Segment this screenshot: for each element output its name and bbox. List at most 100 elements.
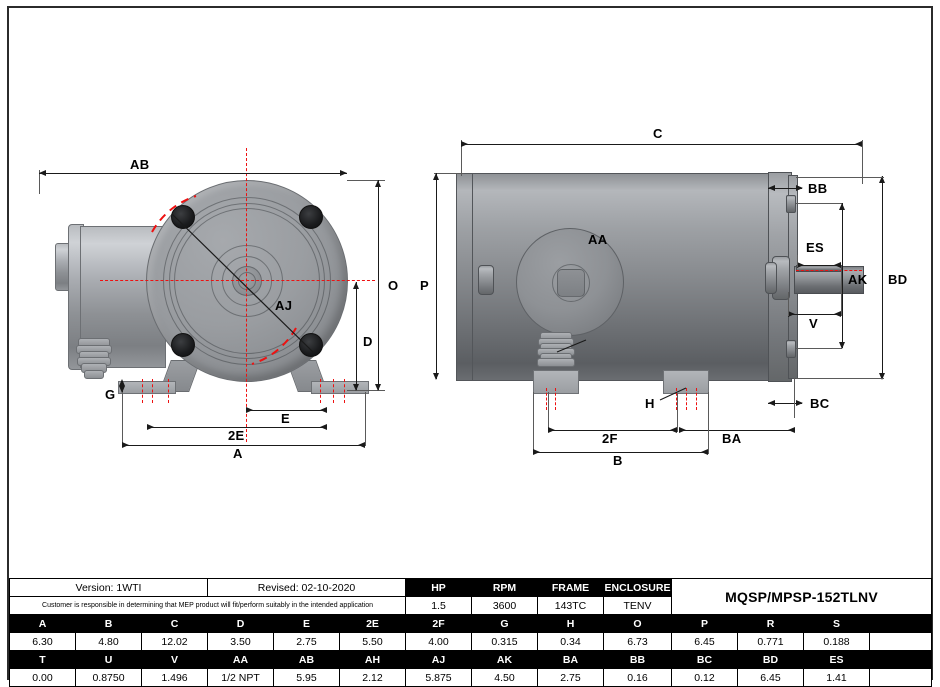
- dim-ak-arrow-bottom: [839, 342, 845, 349]
- conduit-box-hub-inner: [557, 269, 585, 297]
- dim-value-blank-2: [869, 668, 933, 687]
- dim-bc-arrow-left: [768, 400, 775, 406]
- dim-2e-arrow-left: [147, 424, 154, 430]
- dim-value-a: 6.30: [9, 632, 76, 651]
- dim-ab-arrow-right: [340, 170, 347, 176]
- ext-o-bottom: [347, 390, 385, 391]
- dim-header-blank-1: [869, 614, 933, 633]
- dim-2f-arrow-right: [670, 427, 677, 433]
- shaft-shoulder-inner: [765, 262, 777, 294]
- disclaimer-note: Customer is responsible in determining t…: [8, 596, 407, 615]
- side-foot-hole-mark-2: [555, 388, 556, 410]
- dim-label-ab: AB: [130, 157, 150, 172]
- ext-a-right: [365, 392, 366, 446]
- conduit-box-hub-outer: [552, 264, 590, 302]
- dim-header-aa: AA: [207, 650, 275, 669]
- spec-header-rpm: RPM: [471, 578, 539, 597]
- dim-header-r: R: [737, 614, 805, 633]
- spec-value-frame: 143TC: [537, 596, 605, 615]
- dim-es-line: [797, 265, 841, 266]
- side-foot-hole-mark-1: [546, 388, 547, 410]
- dim-bd-arrow-top: [879, 176, 885, 183]
- dim-bb-line: [768, 188, 802, 189]
- dim-g-arrow-top: [119, 379, 125, 386]
- dim-value-e: 2.75: [273, 632, 341, 651]
- dim-header-es: ES: [803, 650, 871, 669]
- dim-value-bb: 0.16: [603, 668, 673, 687]
- flange-ring-outer: [163, 197, 331, 365]
- dim-c-line: [461, 144, 862, 145]
- dim-header-v: V: [140, 650, 209, 669]
- foot-hole-mark-3: [168, 379, 169, 403]
- dim-value-p: 6.45: [671, 632, 739, 651]
- dim-a-arrow-left: [122, 442, 129, 448]
- dim-value-v: 1.496: [140, 668, 209, 687]
- ext-v-left: [788, 292, 789, 316]
- dim-e-arrow-left: [246, 407, 253, 413]
- dim-es-arrow-left: [797, 262, 804, 268]
- dim-header-2e: 2E: [339, 614, 407, 633]
- flange-ring-mid: [169, 203, 325, 359]
- lifting-lug: [478, 265, 494, 295]
- dim-label-o: O: [388, 278, 399, 293]
- ext-2f-right: [677, 392, 678, 432]
- ext-b-right: [708, 392, 709, 454]
- dim-es-arrow-right: [834, 262, 841, 268]
- dim-p-line: [436, 173, 437, 379]
- dim-ak-line: [842, 203, 843, 348]
- dim-value-2f: 4.00: [405, 632, 473, 651]
- dim-label-p: P: [420, 278, 429, 293]
- ext-p-top: [434, 173, 464, 174]
- dim-label-bb: BB: [808, 181, 828, 196]
- dim-header-h: H: [537, 614, 605, 633]
- dim-o-line: [378, 180, 379, 390]
- dim-value-g: 0.315: [471, 632, 539, 651]
- shaft-bore-inner: [238, 272, 256, 290]
- dim-c-arrow-right: [855, 141, 862, 147]
- conduit-outlet-stack: [74, 338, 114, 382]
- dim-2f-arrow-left: [548, 427, 555, 433]
- model-number: MQSP/MPSP-152TLNV: [671, 578, 933, 615]
- dim-value-ah: 2.12: [339, 668, 407, 687]
- ext-v-right: [841, 270, 842, 316]
- foot-pad-left: [118, 381, 176, 394]
- dim-header-o: O: [603, 614, 673, 633]
- dim-2f-line: [548, 430, 677, 431]
- ext-o-top: [347, 180, 385, 181]
- dim-d-line: [356, 282, 357, 390]
- dim-label-g: G: [105, 387, 116, 402]
- dim-d-arrow-top: [353, 282, 359, 289]
- dim-header-bc: BC: [671, 650, 739, 669]
- dim-header-p: P: [671, 614, 739, 633]
- ext-ab-left: [39, 170, 40, 194]
- aa-conduit-stack: [535, 332, 575, 370]
- dim-g-arrow-bottom: [119, 386, 125, 393]
- pilot-boss-bottom: [786, 340, 796, 358]
- side-view: C P BB ES V AK: [420, 0, 940, 500]
- dim-ab-line: [39, 173, 347, 174]
- dim-label-c: C: [653, 126, 663, 141]
- dim-value-bc: 0.12: [671, 668, 739, 687]
- dim-value-aa: 1/2 NPT: [207, 668, 275, 687]
- dim-bb-arrow-left: [768, 185, 775, 191]
- bolt-hole-bottom-left: [171, 333, 195, 357]
- side-foot-pad-left: [533, 370, 579, 394]
- dim-bd-arrow-bottom: [879, 373, 885, 380]
- dim-header-ab: AB: [273, 650, 341, 669]
- dim-value-u: 0.8750: [75, 668, 142, 687]
- dim-value-aj: 5.875: [405, 668, 473, 687]
- spec-value-hp: 1.5: [405, 596, 473, 615]
- dim-d-arrow-bottom: [353, 384, 359, 391]
- dim-value-d: 3.50: [207, 632, 275, 651]
- end-view: AB O D AJ G E 2E: [0, 0, 420, 500]
- side-foot-hole-mark-5: [696, 388, 697, 410]
- dim-value-2e: 5.50: [339, 632, 407, 651]
- bolt-hole-top-left: [171, 205, 195, 229]
- dim-v-arrow-left: [788, 311, 795, 317]
- dim-2e-line: [147, 427, 327, 428]
- dim-header-c: C: [140, 614, 209, 633]
- ext-es-left: [797, 255, 798, 267]
- ext-c-right: [862, 140, 863, 184]
- titleblock-row-disclaimer: Customer is responsible in determining t…: [8, 596, 932, 615]
- foot-hole-mark-5: [333, 379, 334, 403]
